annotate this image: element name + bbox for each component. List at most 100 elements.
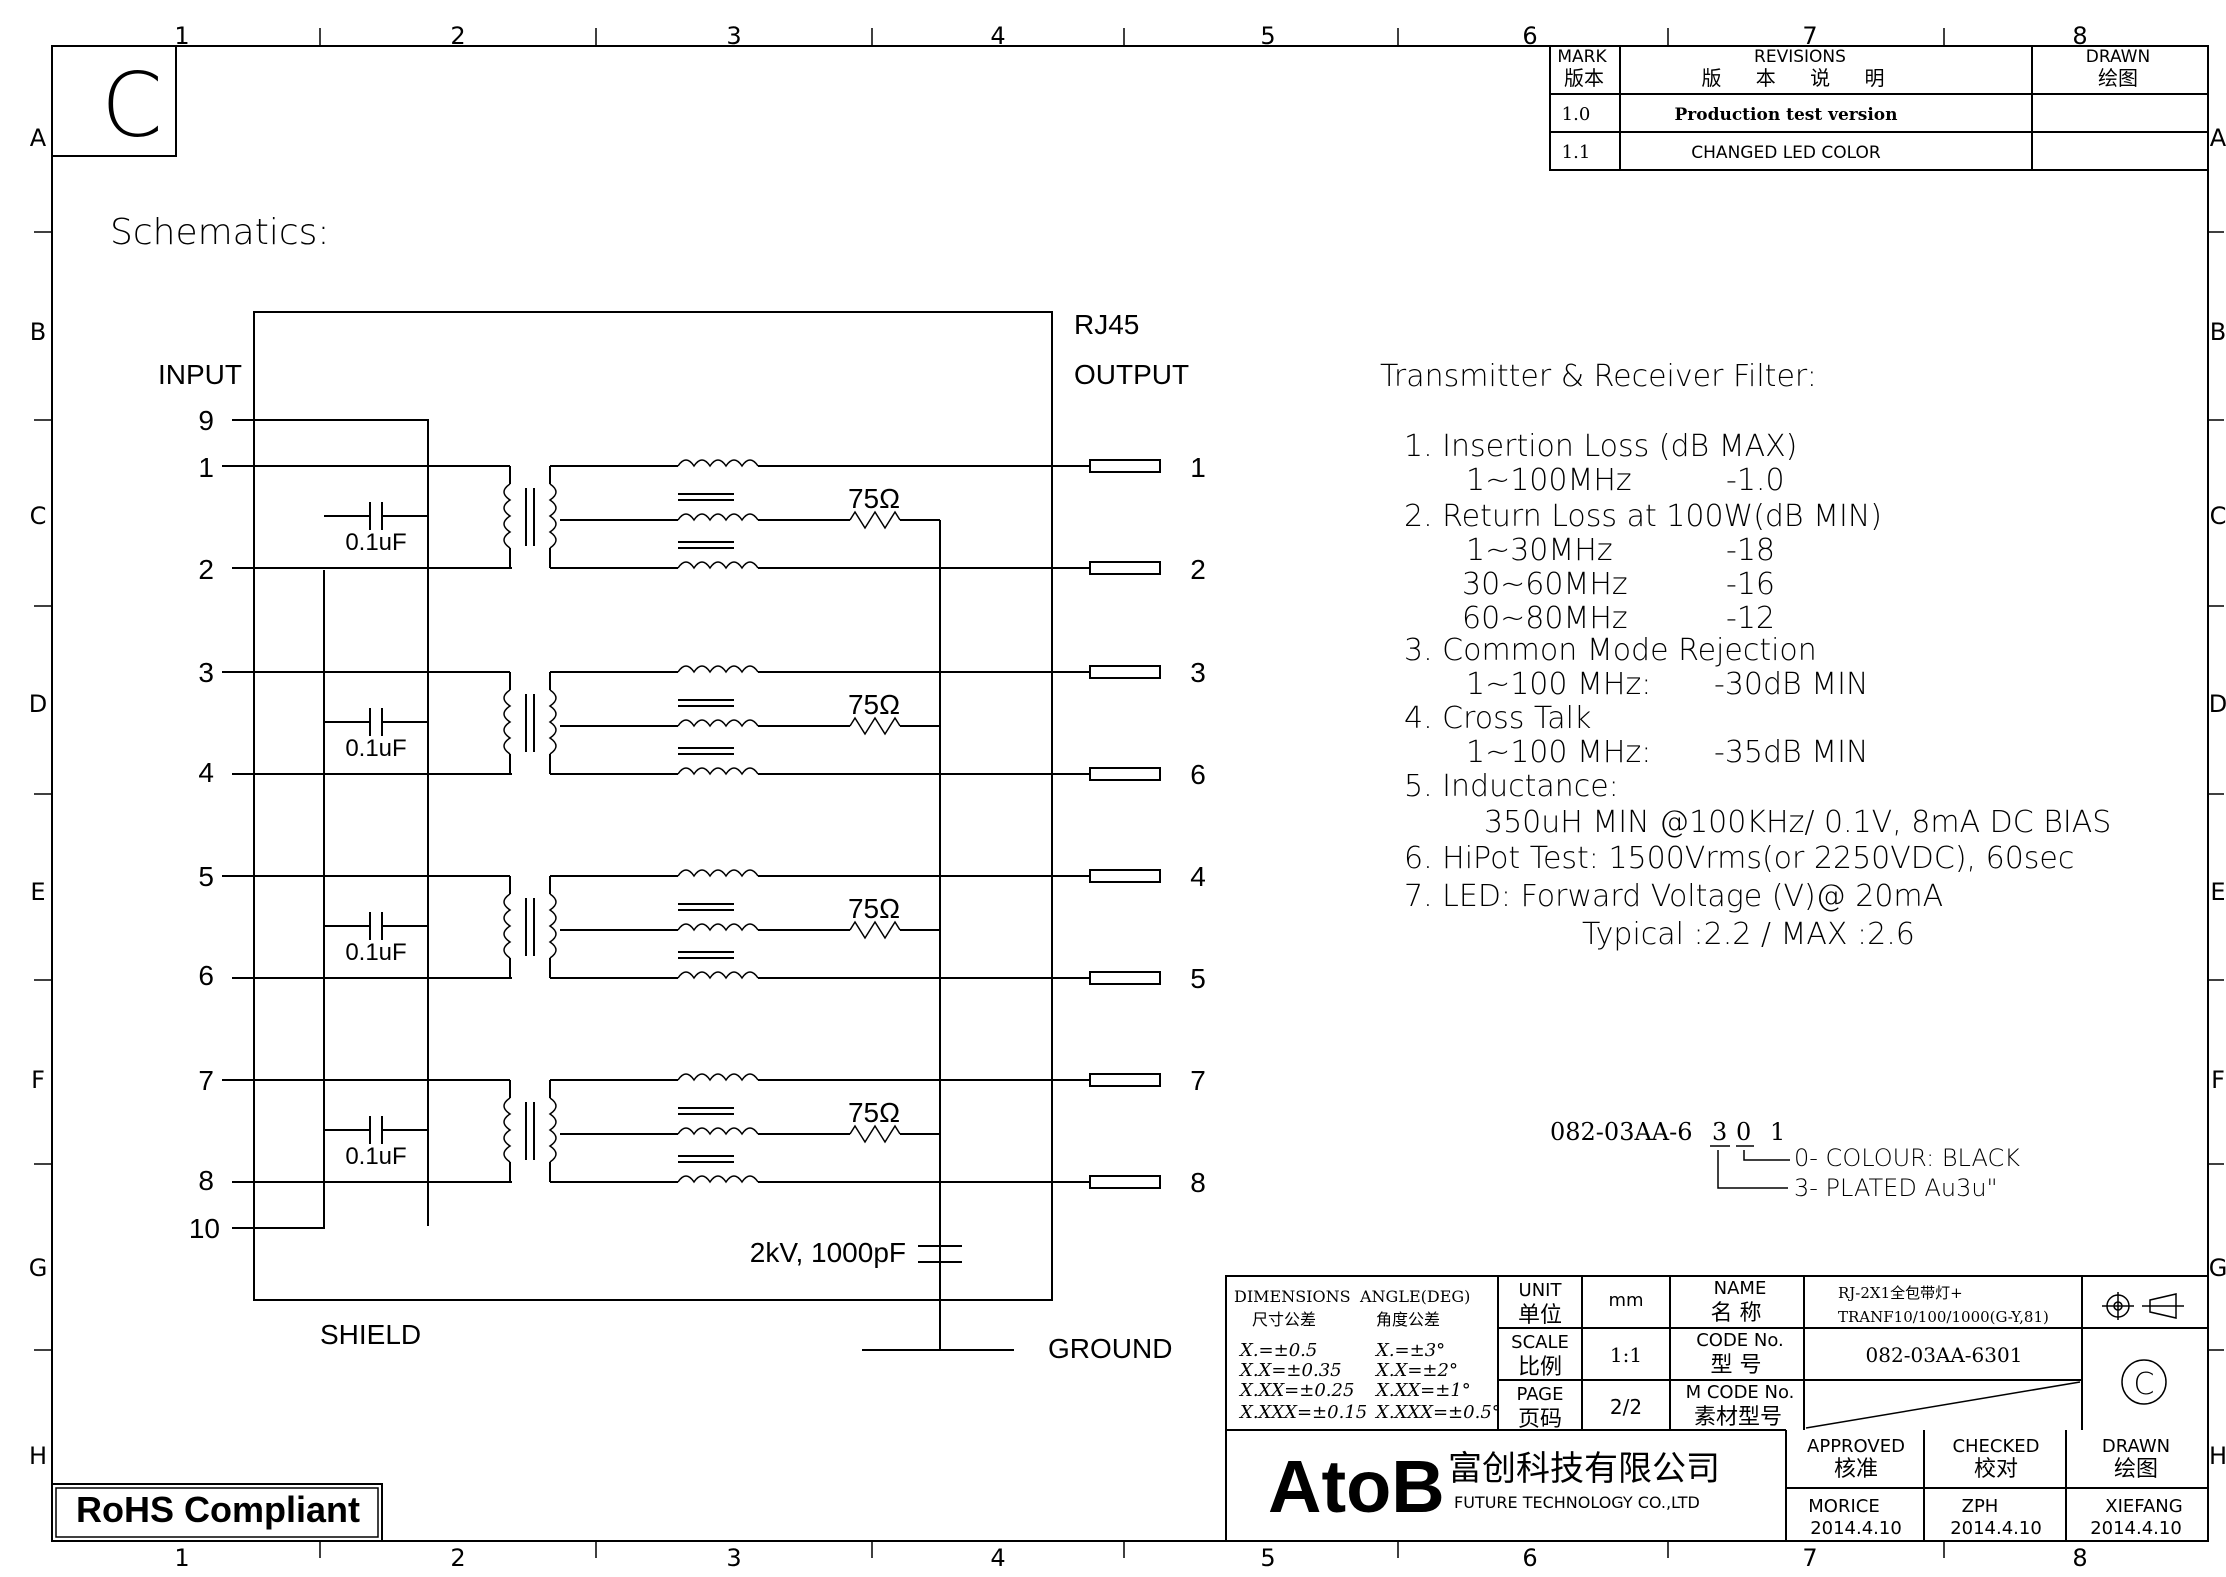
- schematic-title: Schematics:: [110, 212, 330, 253]
- input-pin: 9: [198, 405, 214, 436]
- rev-drawn-header-cn: 绘图: [2098, 66, 2138, 90]
- col-marker: 8: [2072, 22, 2087, 50]
- rev-row-desc: Production test version: [1675, 105, 1898, 125]
- input-pin: 4: [198, 757, 214, 788]
- row-marker: F: [31, 1066, 45, 1094]
- tb-checked-name: ZPH: [1962, 1496, 1999, 1517]
- spec-line: Typical :2.2 / MAX :2.6: [1582, 917, 1915, 952]
- shield-label: SHIELD: [320, 1319, 421, 1350]
- row-marker: A: [2210, 124, 2226, 152]
- output-pin: 7: [1190, 1065, 1206, 1096]
- tb-scale-label: SCALE: [1511, 1332, 1569, 1353]
- spec-line: 7. LED: Forward Voltage (V)@ 20mA: [1404, 879, 1943, 914]
- tb-scale-value: 1:1: [1610, 1343, 1642, 1367]
- shield-box: [253, 311, 1053, 1301]
- tb-mcode-label: M CODE No.: [1686, 1382, 1795, 1403]
- part-code-digit: 0: [1736, 1118, 1751, 1146]
- input-pin: 1: [198, 452, 214, 483]
- rj45-label: RJ45: [1074, 309, 1139, 340]
- tb-angle-cn: 角度公差: [1376, 1310, 1440, 1329]
- rev-mark-header: MARK: [1557, 47, 1607, 67]
- tb-checked-label: CHECKED: [1952, 1436, 2039, 1457]
- tb-approved-label: APPROVED: [1807, 1436, 1905, 1457]
- input-pin: 6: [198, 960, 214, 991]
- tb-checked-cn: 校对: [1974, 1457, 2018, 1482]
- spec-line: 30~60MHz: [1462, 567, 1628, 602]
- input-pin: 3: [198, 657, 214, 688]
- rev-row-mark: 1.0: [1562, 104, 1591, 125]
- spec-block: Transmitter & Receiver Filter: 1. Insert…: [1380, 359, 2111, 952]
- spec-line: 1~100 MHz:: [1466, 667, 1651, 702]
- rev-revisions-header: REVISIONS: [1754, 47, 1846, 67]
- input-pin: 7: [198, 1065, 214, 1096]
- title-block: DIMENSIONS 尺寸公差 ANGLE(DEG) 角度公差 X.=±0.5 …: [1225, 1275, 2209, 1542]
- hv-cap-label: 2kV, 1000pF: [750, 1237, 906, 1268]
- spec-line: 1~100MHz: [1466, 463, 1632, 498]
- rev-row-desc: CHANGED LED COLOR: [1691, 143, 1881, 163]
- company-name-en: FUTURE TECHNOLOGY CO.,LTD: [1454, 1493, 1700, 1512]
- tb-name-label: NAME: [1714, 1278, 1767, 1299]
- row-marker: B: [30, 318, 46, 346]
- tb-tolerance: X.=±0.5: [1238, 1340, 1317, 1361]
- revision-letter-box: C: [51, 45, 177, 157]
- tb-unit-label: UNIT: [1519, 1280, 1563, 1301]
- row-marker: C: [30, 502, 47, 530]
- row-marker: H: [2209, 1442, 2226, 1470]
- output-pin: 3: [1190, 657, 1206, 688]
- resistor-label: 75Ω: [848, 1097, 900, 1128]
- company-name-cn: 富创科技有限公司: [1448, 1449, 1720, 1489]
- spec-line: 2. Return Loss at 100W(dB MIN): [1404, 499, 1882, 534]
- part-code-base: 082-03AA-6: [1550, 1118, 1693, 1146]
- col-marker: 4: [990, 1544, 1005, 1572]
- tb-angle: X.=±3°: [1374, 1340, 1445, 1361]
- revision-letter: C: [101, 54, 162, 157]
- row-marker: D: [29, 690, 47, 718]
- company-logo: AtoB: [1268, 1445, 1445, 1528]
- input-pin: 5: [198, 861, 214, 892]
- part-code-digit: 3: [1712, 1118, 1727, 1146]
- column-markers: 1 2 3 4 5 6 7 8 1 2 3 4 5 6 7 8: [174, 22, 2087, 1572]
- input-label: INPUT: [158, 359, 242, 390]
- input-pin: 2: [198, 554, 214, 585]
- spec-line: -18: [1726, 533, 1775, 568]
- channel-1: [221, 459, 1161, 575]
- tb-name-value-1: RJ-2X1全包带灯+: [1838, 1284, 1963, 1302]
- rev-mark-header-cn: 版本: [1564, 66, 1604, 90]
- row-marker: E: [30, 878, 45, 906]
- output-pin: 2: [1190, 554, 1206, 585]
- tb-angle-label: ANGLE(DEG): [1359, 1287, 1470, 1306]
- rohs-badge: RoHS Compliant: [51, 1483, 383, 1542]
- part-code-digit: 1: [1770, 1118, 1785, 1146]
- part-code-colour-note: 0- COLOUR: BLACK: [1794, 1144, 2020, 1172]
- row-marker: C: [2210, 502, 2226, 530]
- spec-line: -30dB MIN: [1714, 667, 1868, 702]
- col-marker: 6: [1522, 1544, 1537, 1572]
- col-marker: 1: [174, 22, 189, 50]
- capacitor-label: 0.1uF: [345, 735, 406, 762]
- spec-line: 5. Inductance:: [1404, 769, 1619, 804]
- spec-line: 60~80MHz: [1462, 601, 1628, 636]
- spec-line: -1.0: [1726, 463, 1785, 498]
- tb-page-value: 2/2: [1610, 1395, 1642, 1419]
- output-pin: 5: [1190, 963, 1206, 994]
- input-pin: 8: [198, 1165, 214, 1196]
- capacitor-label: 0.1uF: [345, 939, 406, 966]
- output-pin: 4: [1190, 861, 1206, 892]
- tb-dimensions-label: DIMENSIONS: [1234, 1287, 1351, 1306]
- tb-tolerance: X.XXX=±0.15: [1238, 1402, 1367, 1423]
- row-markers: A B C D E F G H A B C D E F G H: [29, 124, 2226, 1470]
- rev-revisions-header-cn: 版 本 说 明: [1701, 66, 1898, 90]
- spec-title: Transmitter & Receiver Filter:: [1380, 359, 1817, 394]
- output-pin: 1: [1190, 452, 1206, 483]
- col-marker: 1: [174, 1544, 189, 1572]
- spec-line: 3. Common Mode Rejection: [1404, 633, 1817, 668]
- col-marker: 5: [1260, 1544, 1275, 1572]
- spec-line: -35dB MIN: [1714, 735, 1868, 770]
- resistor-label: 75Ω: [848, 483, 900, 514]
- col-marker: 3: [726, 1544, 741, 1572]
- spec-line: 1~100 MHz:: [1466, 735, 1651, 770]
- tb-page-cn: 页码: [1518, 1407, 1562, 1432]
- col-marker: 3: [726, 22, 741, 50]
- row-marker: B: [2210, 318, 2226, 346]
